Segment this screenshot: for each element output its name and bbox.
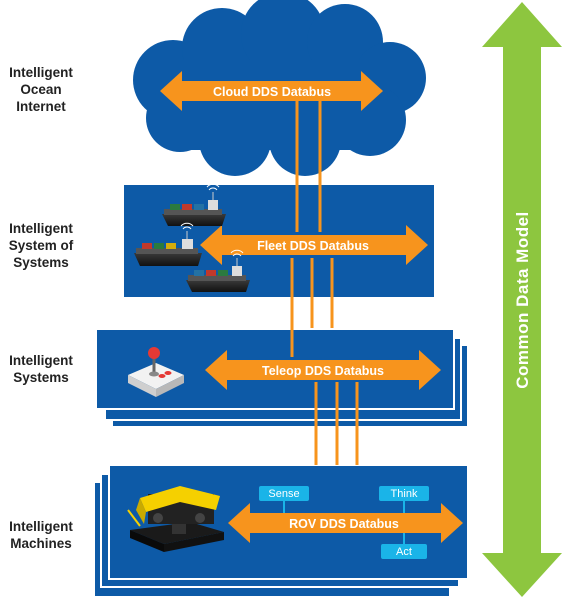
act-tag-label: Act — [396, 546, 412, 558]
cloud-bus-arrow: Cloud DDS Databus — [160, 71, 383, 111]
teleop-bus-arrow: Teleop DDS Databus — [205, 350, 441, 390]
connector-lines — [290, 96, 359, 465]
tier-label-systems: Intelligent Systems — [9, 353, 73, 385]
ship-icon — [162, 183, 226, 226]
joystick-icon — [128, 347, 184, 397]
tier-label-ocean-internet: Intelligent Ocean Internet — [9, 65, 73, 114]
fleet-bus-label: Fleet DDS Databus — [257, 239, 369, 253]
common-data-model-arrow: Common Data Model — [482, 2, 562, 597]
rov-tag-connectors — [283, 500, 405, 545]
fleet-bus-arrow: Fleet DDS Databus — [200, 225, 428, 265]
think-tag-label: Think — [391, 488, 418, 500]
tier-label-system-of-systems: Intelligent System of Systems — [8, 221, 74, 270]
rov-bus-arrow: ROV DDS Databus — [228, 503, 463, 543]
rov-bus-label: ROV DDS Databus — [289, 517, 399, 531]
sense-tag: Sense — [259, 486, 309, 501]
common-data-model-label: Common Data Model — [513, 211, 532, 389]
ship-icon — [186, 249, 250, 292]
tier-label-machines: Intelligent Machines — [9, 519, 73, 551]
cloud-bus-label: Cloud DDS Databus — [213, 85, 331, 99]
rov-icon — [127, 486, 224, 552]
act-tag: Act — [381, 544, 427, 559]
ship-icon — [134, 222, 202, 266]
think-tag: Think — [379, 486, 429, 501]
teleop-bus-label: Teleop DDS Databus — [262, 364, 384, 378]
sense-tag-label: Sense — [268, 488, 299, 500]
